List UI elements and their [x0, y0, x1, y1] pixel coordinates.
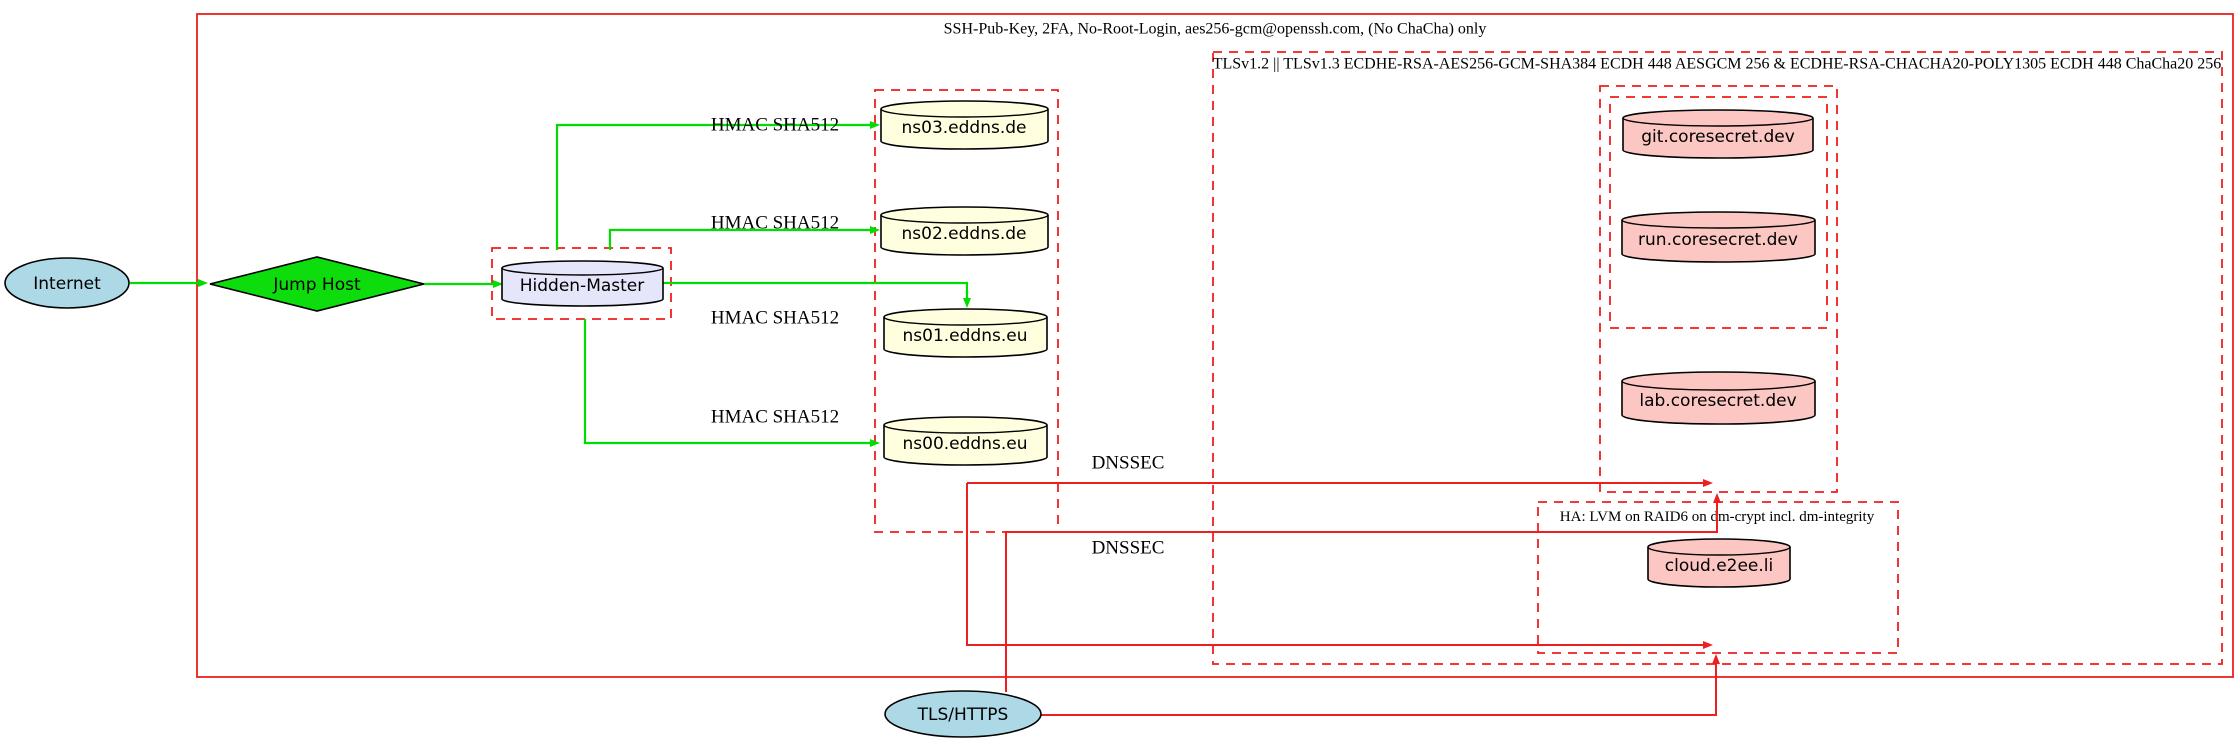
hidden-master-cylinder-rim — [501, 267, 664, 276]
hidden-master-cylinder — [501, 260, 664, 307]
cluster-coresecret-outer-border — [1599, 85, 1838, 493]
ns02-label: ns02.eddns.de — [902, 224, 1027, 244]
edge-dnssec-to-e2ee — [966, 483, 1713, 649]
node-cloud: cloud.e2ee.li — [1647, 538, 1791, 588]
edge-label-hmac-ns00: HMAC SHA512 — [711, 407, 839, 428]
run-cylinder — [1621, 211, 1816, 263]
lab-cylinder — [1621, 371, 1816, 425]
internet-ellipse — [4, 257, 130, 309]
git-label: git.coresecret.dev — [1641, 127, 1795, 147]
ns00-label: ns00.eddns.eu — [903, 434, 1028, 454]
cluster-eddns-border — [874, 89, 1059, 533]
ns02-cylinder-rim — [880, 214, 1049, 224]
ns01-cylinder — [883, 308, 1048, 358]
node-ns00: ns00.eddns.eu — [883, 416, 1048, 466]
run-label: run.coresecret.dev — [1638, 230, 1798, 250]
cluster-tls-label: TLSv1.2 || TLSv1.3 ECDHE-RSA-AES256-GCM-… — [1213, 56, 2222, 73]
ns01-label: ns01.eddns.eu — [903, 326, 1028, 346]
node-hidden-master: Hidden-Master — [501, 260, 664, 307]
cluster-ssh-label: SSH-Pub-Key, 2FA, No-Root-Login, aes256-… — [944, 21, 1487, 38]
node-lab: lab.coresecret.dev — [1621, 371, 1816, 425]
node-tls-https: TLS/HTTPS — [884, 690, 1042, 738]
ns00-cylinder — [883, 416, 1048, 466]
cloud-cylinder — [1647, 538, 1791, 588]
lab-cylinder-rim — [1621, 380, 1816, 391]
cluster-tls-border — [1212, 51, 2223, 665]
tls-https-label: TLS/HTTPS — [917, 705, 1009, 725]
edge-hiddenmaster-to-ns01 — [663, 281, 971, 308]
node-jump-host: Jump Host — [209, 256, 425, 312]
edge-label-hmac-ns02: HMAC SHA512 — [711, 213, 839, 234]
jump-host-label: Jump Host — [272, 275, 361, 295]
ns03-cylinder-rim — [880, 108, 1049, 118]
ns02-cylinder — [880, 206, 1049, 256]
cloud-cylinder-rim — [1647, 546, 1791, 556]
edge-tlshttps-to-e2ee — [1041, 654, 1720, 716]
node-git: git.coresecret.dev — [1622, 109, 1814, 159]
node-internet: Internet — [4, 257, 130, 309]
edge-hiddenmaster-to-ns02 — [608, 226, 880, 250]
edge-label-hmac-ns01: HMAC SHA512 — [711, 308, 839, 329]
cluster-ssh-border — [196, 13, 2234, 678]
ns01-cylinder-rim — [883, 316, 1048, 326]
node-ns01: ns01.eddns.eu — [883, 308, 1048, 358]
node-ns03: ns03.eddns.de — [880, 100, 1049, 150]
ns00-cylinder-rim — [883, 424, 1048, 434]
cluster-tls: TLSv1.2 || TLSv1.3 ECDHE-RSA-AES256-GCM-… — [1212, 51, 2223, 665]
cloud-label: cloud.e2ee.li — [1665, 556, 1773, 576]
internet-label: Internet — [33, 274, 101, 294]
git-cylinder — [1622, 109, 1814, 159]
git-cylinder-rim — [1622, 117, 1814, 127]
hidden-master-label: Hidden-Master — [520, 276, 645, 296]
edge-hiddenmaster-to-ns03 — [555, 121, 880, 250]
tls-https-ellipse — [884, 690, 1042, 738]
edge-label-hmac-ns03: HMAC SHA512 — [711, 115, 839, 136]
ns03-cylinder — [880, 100, 1049, 150]
jump-host-diamond — [209, 256, 425, 312]
node-ns02: ns02.eddns.de — [880, 206, 1049, 256]
run-cylinder-rim — [1621, 219, 1816, 229]
ns03-label: ns03.eddns.de — [902, 118, 1027, 138]
edge-label-dnssec-2: DNSSEC — [1092, 538, 1165, 559]
edge-tlshttps-to-coresecret — [1005, 493, 1721, 692]
lab-label: lab.coresecret.dev — [1639, 391, 1796, 411]
node-run: run.coresecret.dev — [1621, 211, 1816, 263]
edge-hiddenmaster-to-ns00 — [583, 319, 880, 447]
cluster-ssh: SSH-Pub-Key, 2FA, No-Root-Login, aes256-… — [196, 13, 2234, 678]
edge-label-dnssec-1: DNSSEC — [1092, 453, 1165, 474]
